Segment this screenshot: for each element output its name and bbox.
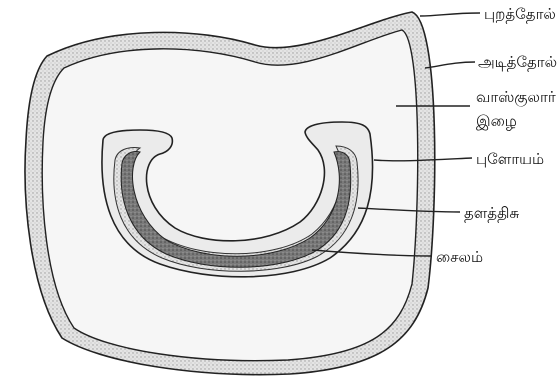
label-hypodermis: அடித்தோல் (478, 53, 557, 71)
label-vascular-line1: வாஸ்குலார் (476, 88, 556, 107)
label-phloem: புளோயம் (476, 150, 544, 168)
leader-line-epidermis (420, 13, 480, 16)
label-cambium: தளத்திசு (464, 204, 519, 222)
label-xylem: சைலம் (436, 248, 483, 266)
leader-line-hypodermis (425, 62, 475, 68)
label-epidermis: புறத்தோல் (484, 5, 556, 23)
label-vascular-line2: இழை (476, 112, 517, 130)
